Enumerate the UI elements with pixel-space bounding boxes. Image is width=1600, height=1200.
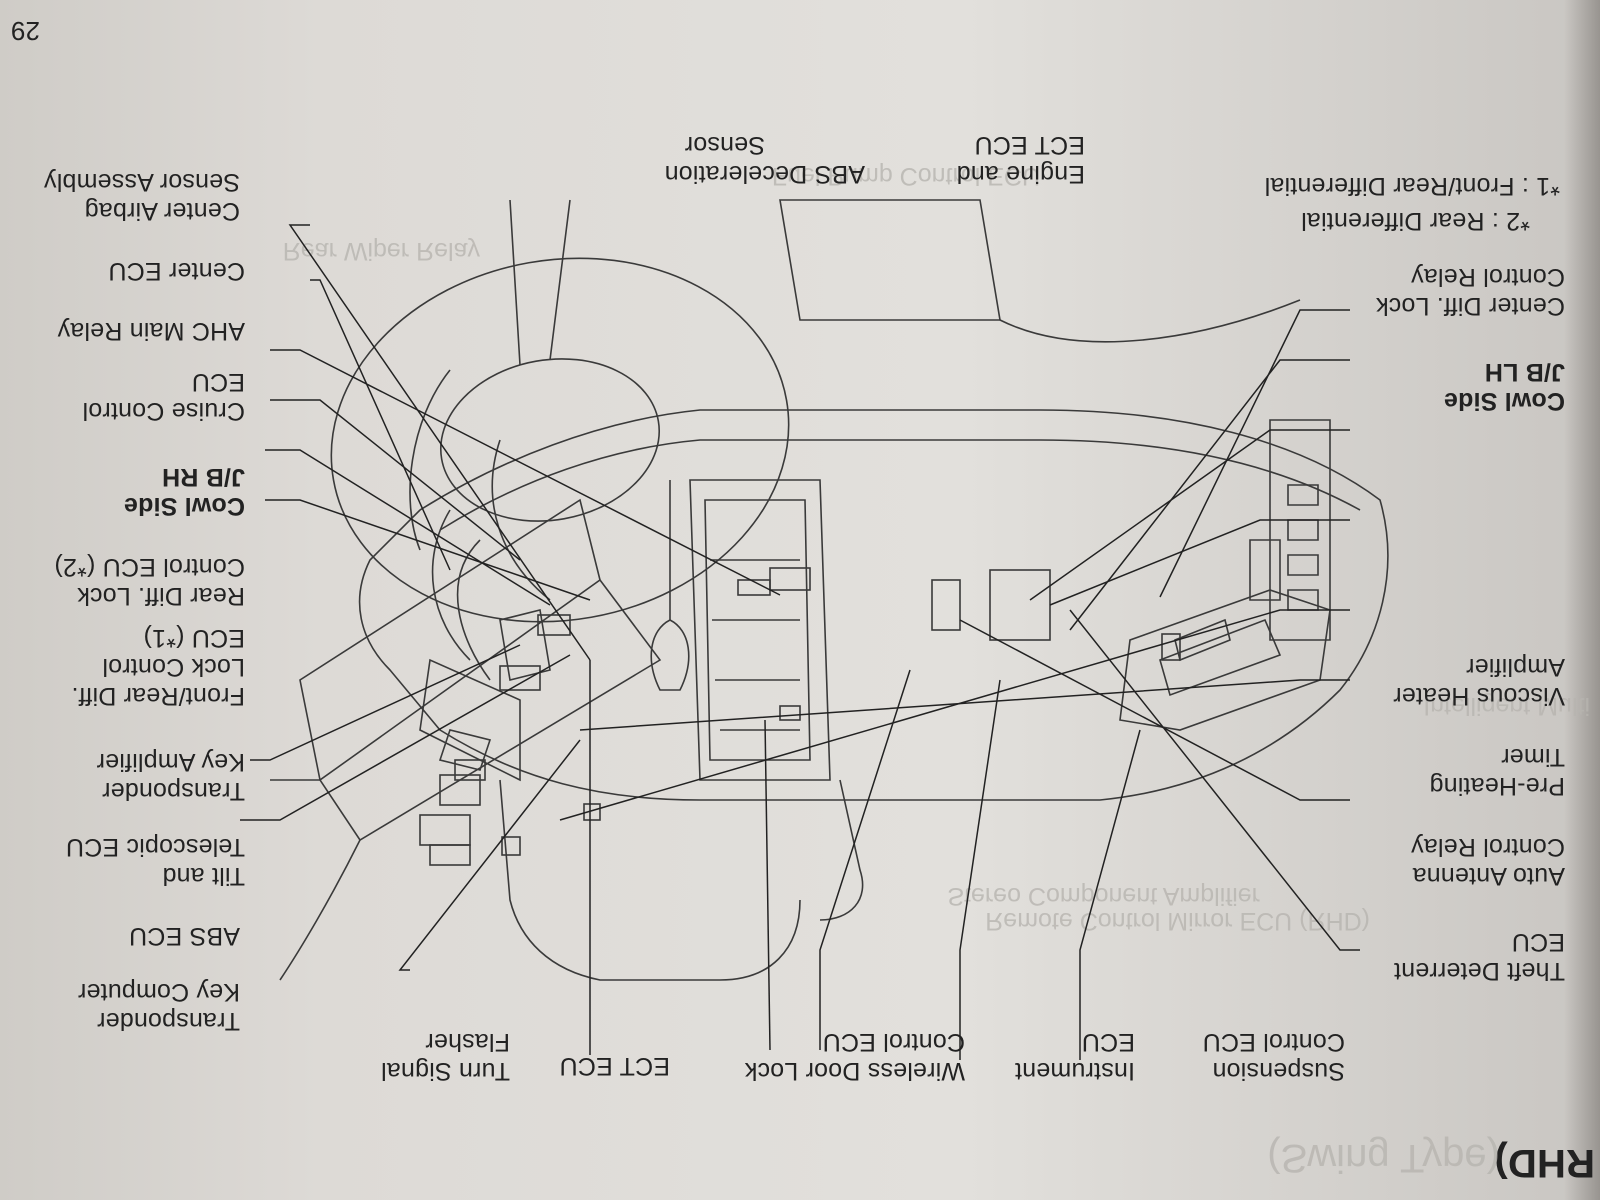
label-ect-ecu: ECT ECU: [559, 1052, 670, 1080]
label-suspension-1: Suspension: [1212, 1057, 1345, 1085]
label-cowl-side-rh-1: Cowl Side: [123, 492, 245, 520]
label-center-airbag-2: Sensor Assembly: [43, 168, 240, 196]
label-preheating-2: Timer: [1501, 743, 1565, 771]
label-cowl-side-lh-2: J/B LH: [1484, 358, 1565, 386]
label-tilt-telescopic-2: Telescopic ECU: [65, 833, 245, 861]
label-abs-decel-1: ABS Deceleration: [664, 160, 865, 188]
label-center-diff-lock-1: Center Diff. Lock: [1375, 292, 1565, 320]
label-cruise-control-1: Cruise Control: [82, 397, 245, 425]
label-cowl-side-lh-1: Cowl Side: [1443, 387, 1565, 415]
footnote-2: *2 : Rear Differential: [1300, 207, 1530, 235]
label-auto-antenna-1: Auto Antenna: [1412, 862, 1565, 890]
label-frontrear-diff-1: Front/Rear Diff.: [71, 682, 245, 710]
label-wireless-door-lock-2: Control ECU: [822, 1028, 965, 1056]
label-ahc-main-relay: AHC Main Relay: [57, 317, 245, 345]
label-theft-deterrent-1: Theft Deterrent: [1393, 957, 1565, 985]
label-engine-ect-ecu-1: Engine and: [956, 160, 1085, 188]
label-abs-ecu: ABS ECU: [128, 922, 240, 950]
label-cowl-side-rh-2: J/B RH: [161, 463, 245, 491]
label-rear-diff-lock-1: Rear Diff. Lock: [77, 582, 245, 610]
label-instrument-ecu-1: Instrument: [1014, 1057, 1135, 1085]
label-transponder-computer-1: Transponder: [96, 1007, 240, 1035]
label-transponder-amp-2: Key Amplifier: [96, 748, 246, 776]
label-center-diff-lock-2: Control Relay: [1410, 263, 1565, 291]
label-auto-antenna-2: Control Relay: [1410, 833, 1565, 861]
page-binding-shadow: [1564, 0, 1600, 1200]
label-engine-ect-ecu-2: ECT ECU: [974, 131, 1085, 159]
label-center-airbag-1: Center Airbag: [84, 197, 240, 225]
label-abs-decel-2: Sensor: [684, 131, 765, 159]
label-wireless-door-lock-1: Wireless Door Lock: [744, 1057, 965, 1085]
label-frontrear-diff-3: ECU (*1): [143, 624, 245, 652]
label-cruise-control-2: ECU: [191, 368, 245, 396]
label-transponder-computer-2: Key Computer: [77, 978, 240, 1006]
label-frontrear-diff-2: Lock Control: [102, 653, 245, 681]
label-turn-signal-1: Turn Signal: [380, 1057, 510, 1085]
label-center-ecu: Center ECU: [108, 257, 245, 285]
label-instrument-ecu-2: ECU: [1081, 1028, 1135, 1056]
label-viscous-heater-2: Amplifier: [1465, 653, 1565, 681]
footnote-1: *1 : Front/Rear Differential: [1264, 172, 1560, 200]
label-suspension-2: Control ECU: [1202, 1028, 1345, 1056]
label-theft-deterrent-2: ECU: [1511, 928, 1565, 956]
label-viscous-heater-1: Viscous Heater: [1393, 682, 1565, 710]
label-preheating-1: Pre-Heating: [1429, 772, 1565, 800]
label-tilt-telescopic-1: Tilt and: [162, 862, 245, 890]
label-rear-diff-lock-2: Control ECU (*2): [54, 553, 245, 581]
label-transponder-amp-1: Transponder: [101, 777, 245, 805]
label-turn-signal-2: Flasher: [425, 1028, 510, 1056]
